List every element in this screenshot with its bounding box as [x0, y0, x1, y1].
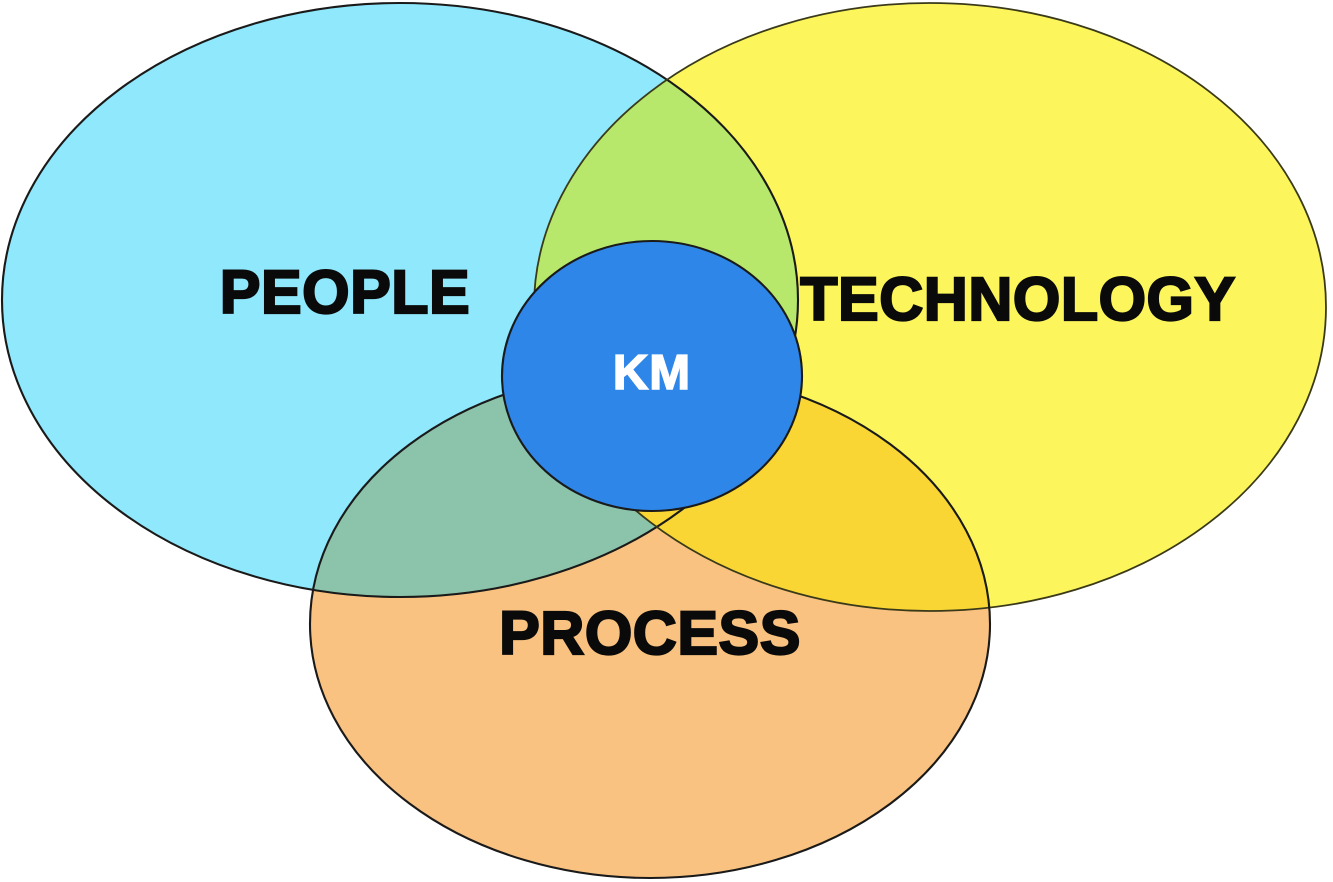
set-km-shape[interactable] [502, 241, 802, 511]
label-process: PROCESS [499, 599, 801, 667]
set-labels: PEOPLE TECHNOLOGY PROCESS KM [219, 257, 1237, 668]
set-people-outline [0, 1, 800, 599]
center-set-km[interactable] [500, 239, 804, 513]
set-km-outline [500, 239, 804, 513]
label-people: PEOPLE [220, 258, 470, 326]
label-technology: TECHNOLOGY [800, 265, 1235, 333]
label-km: KM [613, 346, 691, 400]
